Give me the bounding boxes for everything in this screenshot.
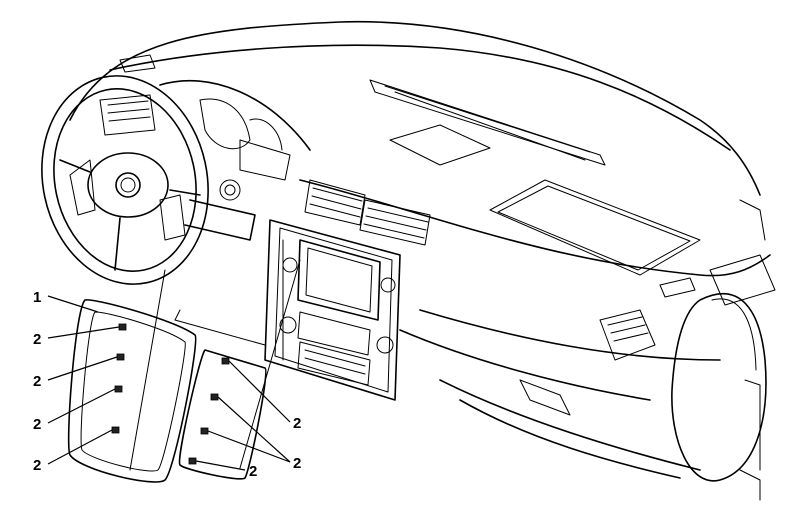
callout-2-d: 2 [33, 457, 41, 474]
right-trim-panel [178, 349, 267, 480]
callout-2-g: 2 [249, 463, 257, 480]
instrument-cluster [99, 54, 311, 201]
clip-1 [118, 323, 127, 331]
steering-wheel [41, 75, 256, 285]
callout-2-e: 2 [293, 415, 301, 432]
clip-4 [111, 426, 120, 434]
leader-lines [47, 295, 291, 471]
callout-2-c: 2 [33, 416, 41, 433]
callout-2-f: 2 [293, 455, 301, 472]
clip-2 [116, 353, 125, 361]
reference-lines [129, 259, 301, 471]
clip-6 [210, 393, 219, 401]
instrument-panel-outline [69, 20, 776, 501]
callout-2-a: 2 [33, 331, 41, 348]
callout-1: 1 [33, 289, 41, 306]
callout-labels: 1 2 2 2 2 2 2 2 [33, 289, 301, 480]
callout-2-b: 2 [33, 373, 41, 390]
clip-5 [221, 357, 230, 365]
clip-7 [200, 427, 209, 435]
center-stack [264, 179, 431, 401]
clip-8 [188, 457, 197, 465]
clip-3 [114, 385, 123, 393]
left-trim-panel [67, 299, 197, 483]
retaining-clips [111, 323, 230, 465]
